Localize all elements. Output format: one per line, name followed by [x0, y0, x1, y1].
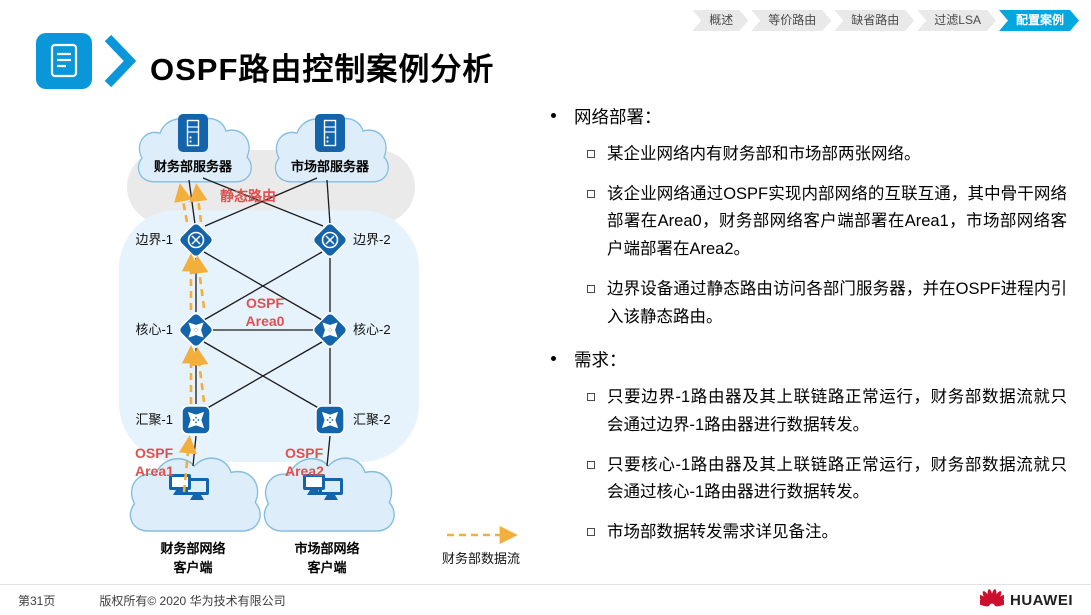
core2-label: 核心-2	[353, 322, 391, 337]
svg-text:客户端: 客户端	[173, 560, 212, 575]
section-title: 需求：	[545, 347, 1067, 372]
network-topology-diagram: 财务部服务器 市场部服务器 静态路由 边界-1 边界-2 核心-1 核心-2 汇…	[105, 100, 553, 602]
svg-text:财务部网络: 财务部网络	[160, 541, 225, 556]
svg-text:OSPF: OSPF	[135, 445, 174, 461]
list-item: 市场部数据转发需求详见备注。	[585, 519, 1067, 547]
market-server-label: 市场部服务器	[291, 159, 370, 174]
section-requirements: 需求： 只要边界-1路由器及其上联链路正常运行，财务部数据流就只会通过边界-1路…	[545, 347, 1067, 547]
border1-label: 边界-1	[135, 232, 173, 247]
section-title-text: 网络部署：	[574, 107, 662, 127]
content-panel: 网络部署： 某企业网络内有财务部和市场部两张网络。 该企业网络通过OSPF实现内…	[545, 104, 1067, 559]
switch-icon-core1	[178, 312, 214, 348]
tab-default-route[interactable]: 缺省路由	[834, 10, 914, 31]
area1-label: OSPF Area1	[135, 445, 174, 479]
tab-equal-cost-route[interactable]: 等价路由	[751, 10, 831, 31]
area2-label: OSPF Area2	[285, 445, 324, 479]
market-client-label: 市场部网络 客户端	[294, 541, 359, 575]
bullet-dot-icon	[551, 356, 556, 362]
static-route-label: 静态路由	[220, 188, 276, 204]
list-item: 只要核心-1路由器及其上联链路正常运行，财务部数据流就只会通过核心-1路由器进行…	[585, 452, 1067, 507]
server-icon	[315, 114, 345, 152]
list-item: 边界设备通过静态路由访问各部门服务器，并在OSPF进程内引入该静态路由。	[585, 276, 1067, 331]
svg-text:市场部网络: 市场部网络	[294, 541, 359, 556]
section-title: 网络部署：	[545, 104, 1067, 129]
server-icon	[178, 114, 208, 152]
legend-label: 财务部数据流	[442, 551, 520, 566]
finance-client-label: 财务部网络 客户端	[160, 541, 225, 575]
finance-server-label: 财务部服务器	[154, 159, 233, 174]
chevron-icon	[104, 34, 137, 88]
tab-overview[interactable]: 概述	[692, 10, 748, 31]
svg-text:Area1: Area1	[135, 463, 174, 479]
section-title-text: 需求：	[574, 350, 627, 371]
huawei-flower-icon	[980, 589, 1004, 607]
switch-icon-agg2	[315, 405, 345, 435]
svg-text:Area0: Area0	[246, 313, 285, 329]
router-icon-border2	[312, 222, 348, 258]
list-item: 只要边界-1路由器及其上联链路正常运行，财务部数据流就只会通过边界-1路由器进行…	[585, 384, 1067, 439]
page-title: OSPF路由控制案例分析	[150, 52, 495, 87]
footer: 第31页 版权所有© 2020 华为技术有限公司 HUAWEI	[0, 584, 1091, 615]
svg-text:客户端: 客户端	[307, 560, 346, 575]
switch-icon-core2	[312, 312, 348, 348]
page-number: 第31页	[18, 593, 56, 608]
title-icon	[36, 30, 176, 99]
tab-filter-lsa[interactable]: 过滤LSA	[917, 10, 996, 31]
agg1-label: 汇聚-1	[135, 412, 173, 427]
bullet-dot-icon	[551, 113, 556, 118]
finance-data-flow-arrows	[174, 183, 209, 493]
svg-text:OSPF: OSPF	[285, 445, 324, 461]
legend: 财务部数据流	[442, 525, 520, 566]
topology-links	[188, 177, 331, 467]
svg-text:Area2: Area2	[285, 463, 324, 479]
brand-name: HUAWEI	[1010, 591, 1073, 609]
switch-icon-agg1	[181, 405, 211, 435]
huawei-logo: HUAWEI	[980, 588, 1073, 612]
copyright: 版权所有© 2020 华为技术有限公司	[99, 593, 286, 608]
tab-config-case[interactable]: 配置案例	[999, 10, 1079, 31]
list-item: 某企业网络内有财务部和市场部两张网络。	[585, 141, 1067, 169]
core1-label: 核心-1	[135, 322, 173, 337]
list-item: 该企业网络通过OSPF实现内部网络的互联互通，其中骨干网络部署在Area0，财务…	[585, 181, 1067, 264]
breadcrumb: 概述 等价路由 缺省路由 过滤LSA 配置案例	[692, 10, 1079, 31]
area0-label: OSPF Area0	[246, 295, 285, 329]
svg-text:OSPF: OSPF	[246, 295, 285, 311]
section-network-deployment: 网络部署： 某企业网络内有财务部和市场部两张网络。 该企业网络通过OSPF实现内…	[545, 104, 1067, 331]
client-pc-icon	[303, 474, 343, 500]
document-icon	[36, 33, 137, 89]
router-icon-border1	[178, 222, 214, 258]
agg2-label: 汇聚-2	[353, 412, 391, 427]
border2-label: 边界-2	[353, 232, 391, 247]
